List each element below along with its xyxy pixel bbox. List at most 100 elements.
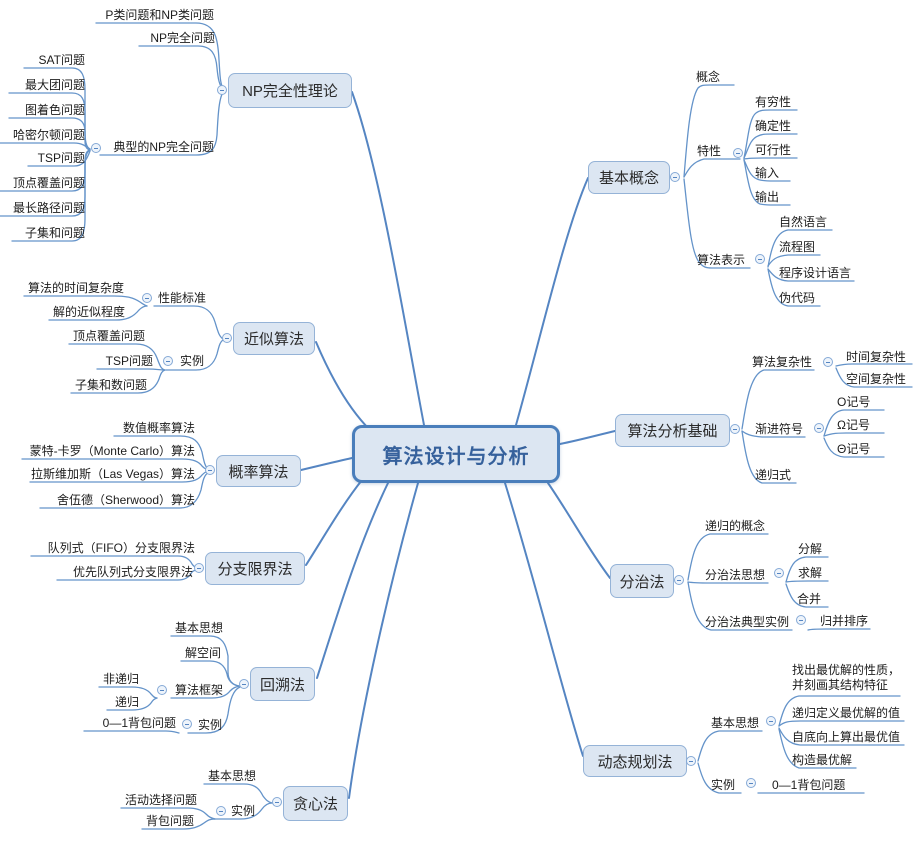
topic-divide-and-conquer[interactable]: 分治法 bbox=[610, 564, 674, 598]
subtopic-asymptotic-notation[interactable]: 渐进符号 bbox=[755, 422, 804, 436]
subtopic-construct-optimal-solution[interactable]: 构造最优解 bbox=[792, 753, 853, 767]
subtopic-backtracking-basic-idea[interactable]: 基本思想 bbox=[174, 621, 223, 635]
subtopic-feasibility[interactable]: 可行性 bbox=[755, 143, 792, 157]
subtopic-knapsack-01-backtracking[interactable]: 0—1背包问题 bbox=[102, 716, 176, 730]
subtopic-performance-criteria[interactable]: 性能标准 bbox=[157, 291, 206, 305]
subtopic-omega-notation[interactable]: Ω记号 bbox=[837, 418, 870, 432]
collapse-icon[interactable] bbox=[730, 424, 740, 434]
collapse-icon[interactable] bbox=[670, 172, 680, 182]
subtopic-divide-conquer-examples[interactable]: 分治法典型实例 bbox=[705, 615, 790, 629]
collapse-icon[interactable] bbox=[823, 357, 833, 367]
subtopic-solve[interactable]: 求解 bbox=[798, 566, 823, 580]
subtopic-subset-sum-problem[interactable]: 子集和问题 bbox=[24, 226, 85, 240]
subtopic-bottom-up-computation[interactable]: 自底向上算出最优值 bbox=[792, 730, 901, 744]
subtopic-np-complete-problems[interactable]: NP完全问题 bbox=[150, 31, 215, 45]
collapse-icon[interactable] bbox=[222, 333, 232, 343]
collapse-icon[interactable] bbox=[205, 465, 215, 475]
subtopic-flowchart[interactable]: 流程图 bbox=[779, 240, 816, 254]
collapse-icon[interactable] bbox=[142, 293, 152, 303]
topic-basic-concepts[interactable]: 基本概念 bbox=[588, 161, 670, 194]
subtopic-time-complexity-of-algorithm[interactable]: 算法的时间复杂度 bbox=[27, 281, 124, 295]
collapse-icon[interactable] bbox=[733, 148, 743, 158]
collapse-icon[interactable] bbox=[157, 685, 167, 695]
collapse-icon[interactable] bbox=[755, 254, 765, 264]
subtopic-algorithm-framework[interactable]: 算法框架 bbox=[174, 683, 223, 697]
subtopic-theta-notation[interactable]: Θ记号 bbox=[837, 442, 871, 456]
subtopic-tsp-problem-np[interactable]: TSP问题 bbox=[37, 151, 85, 165]
subtopic-max-clique-problem[interactable]: 最大团问题 bbox=[24, 78, 85, 92]
subtopic-vertex-cover-problem-np[interactable]: 顶点覆盖问题 bbox=[12, 176, 85, 190]
subtopic-divide-conquer-idea[interactable]: 分治法思想 bbox=[705, 568, 766, 582]
subtopic-optimal-substructure[interactable]: 找出最优解的性质，并刻画其结构特征 bbox=[792, 663, 901, 692]
subtopic-programming-language[interactable]: 程序设计语言 bbox=[779, 266, 852, 280]
collapse-icon[interactable] bbox=[674, 575, 684, 585]
subtopic-monte-carlo[interactable]: 蒙特-卡罗（Monte Carlo）算法 bbox=[29, 444, 195, 458]
collapse-icon[interactable] bbox=[272, 797, 282, 807]
subtopic-approximation-degree[interactable]: 解的近似程度 bbox=[52, 305, 125, 319]
collapse-icon[interactable] bbox=[217, 85, 227, 95]
subtopic-concept[interactable]: 概念 bbox=[696, 70, 721, 84]
subtopic-time-complexity[interactable]: 时间复杂性 bbox=[846, 350, 907, 364]
subtopic-combine[interactable]: 合并 bbox=[797, 592, 822, 606]
subtopic-sat-problem[interactable]: SAT问题 bbox=[38, 53, 85, 67]
subtopic-merge-sort[interactable]: 归并排序 bbox=[820, 614, 869, 628]
topic-dynamic-programming[interactable]: 动态规划法 bbox=[583, 745, 687, 777]
subtopic-space-complexity[interactable]: 空间复杂性 bbox=[846, 372, 907, 386]
subtopic-input[interactable]: 输入 bbox=[755, 166, 780, 180]
topic-algorithm-analysis-basics[interactable]: 算法分析基础 bbox=[615, 414, 730, 447]
subtopic-hamiltonian-problem[interactable]: 哈密尔顿问题 bbox=[12, 128, 85, 142]
subtopic-recursive-optimal-value[interactable]: 递归定义最优解的值 bbox=[792, 706, 901, 720]
subtopic-finiteness[interactable]: 有穷性 bbox=[755, 95, 792, 109]
subtopic-vertex-cover-approx[interactable]: 顶点覆盖问题 bbox=[72, 329, 145, 343]
topic-backtracking[interactable]: 回溯法 bbox=[250, 667, 315, 701]
collapse-icon[interactable] bbox=[182, 719, 192, 729]
subtopic-recursive[interactable]: 递归 bbox=[114, 695, 139, 709]
collapse-icon[interactable] bbox=[194, 563, 204, 573]
subtopic-properties[interactable]: 特性 bbox=[697, 144, 722, 158]
subtopic-knapsack-greedy[interactable]: 背包问题 bbox=[145, 814, 194, 828]
subtopic-tsp-approx[interactable]: TSP问题 bbox=[105, 354, 153, 368]
subtopic-recurrence[interactable]: 递归式 bbox=[755, 468, 792, 482]
subtopic-numerical-probabilistic[interactable]: 数值概率算法 bbox=[122, 421, 195, 435]
subtopic-backtracking-examples[interactable]: 实例 bbox=[197, 718, 222, 732]
collapse-icon[interactable] bbox=[216, 806, 226, 816]
subtopic-typical-np-complete[interactable]: 典型的NP完全问题 bbox=[113, 140, 214, 154]
subtopic-priority-queue-branch-bound[interactable]: 优先队列式分支限界法 bbox=[72, 565, 193, 579]
subtopic-dp-examples[interactable]: 实例 bbox=[711, 778, 736, 792]
subtopic-sherwood[interactable]: 舍伍德（Sherwood）算法 bbox=[56, 493, 195, 507]
topic-np-completeness-theory[interactable]: NP完全性理论 bbox=[228, 73, 352, 108]
topic-approximation-algorithms[interactable]: 近似算法 bbox=[233, 322, 315, 355]
central-topic[interactable]: 算法设计与分析 bbox=[352, 425, 560, 483]
subtopic-big-o-notation[interactable]: O记号 bbox=[837, 395, 871, 409]
subtopic-longest-path-problem[interactable]: 最长路径问题 bbox=[12, 201, 85, 215]
collapse-icon[interactable] bbox=[746, 778, 756, 788]
subtopic-algorithm-complexity[interactable]: 算法复杂性 bbox=[752, 355, 813, 369]
subtopic-graph-coloring-problem[interactable]: 图着色问题 bbox=[24, 103, 85, 117]
collapse-icon[interactable] bbox=[796, 615, 806, 625]
subtopic-p-and-np-problems[interactable]: P类问题和NP类问题 bbox=[105, 8, 214, 22]
collapse-icon[interactable] bbox=[91, 143, 101, 153]
subtopic-output[interactable]: 输出 bbox=[755, 190, 780, 204]
collapse-icon[interactable] bbox=[774, 568, 784, 578]
subtopic-greedy-examples[interactable]: 实例 bbox=[230, 804, 255, 818]
collapse-icon[interactable] bbox=[814, 423, 824, 433]
subtopic-non-recursive[interactable]: 非递归 bbox=[102, 672, 139, 686]
subtopic-solution-space[interactable]: 解空间 bbox=[184, 646, 221, 660]
subtopic-subset-sum-approx[interactable]: 子集和数问题 bbox=[74, 378, 147, 392]
subtopic-approx-examples[interactable]: 实例 bbox=[179, 354, 204, 368]
collapse-icon[interactable] bbox=[766, 716, 776, 726]
subtopic-las-vegas[interactable]: 拉斯维加斯（Las Vegas）算法 bbox=[30, 467, 195, 481]
subtopic-pseudocode[interactable]: 伪代码 bbox=[779, 291, 816, 305]
topic-branch-and-bound[interactable]: 分支限界法 bbox=[205, 552, 305, 585]
subtopic-greedy-basic-idea[interactable]: 基本思想 bbox=[207, 769, 256, 783]
topic-greedy-method[interactable]: 贪心法 bbox=[283, 786, 348, 821]
subtopic-determinism[interactable]: 确定性 bbox=[755, 119, 792, 133]
subtopic-knapsack-01-dp[interactable]: 0—1背包问题 bbox=[772, 778, 846, 792]
subtopic-activity-selection[interactable]: 活动选择问题 bbox=[124, 793, 197, 807]
collapse-icon[interactable] bbox=[686, 756, 696, 766]
topic-probabilistic-algorithms[interactable]: 概率算法 bbox=[216, 455, 301, 487]
subtopic-divide[interactable]: 分解 bbox=[798, 542, 823, 556]
subtopic-recursion-concept[interactable]: 递归的概念 bbox=[705, 519, 766, 533]
subtopic-algorithm-representation[interactable]: 算法表示 bbox=[697, 253, 746, 267]
collapse-icon[interactable] bbox=[239, 679, 249, 689]
